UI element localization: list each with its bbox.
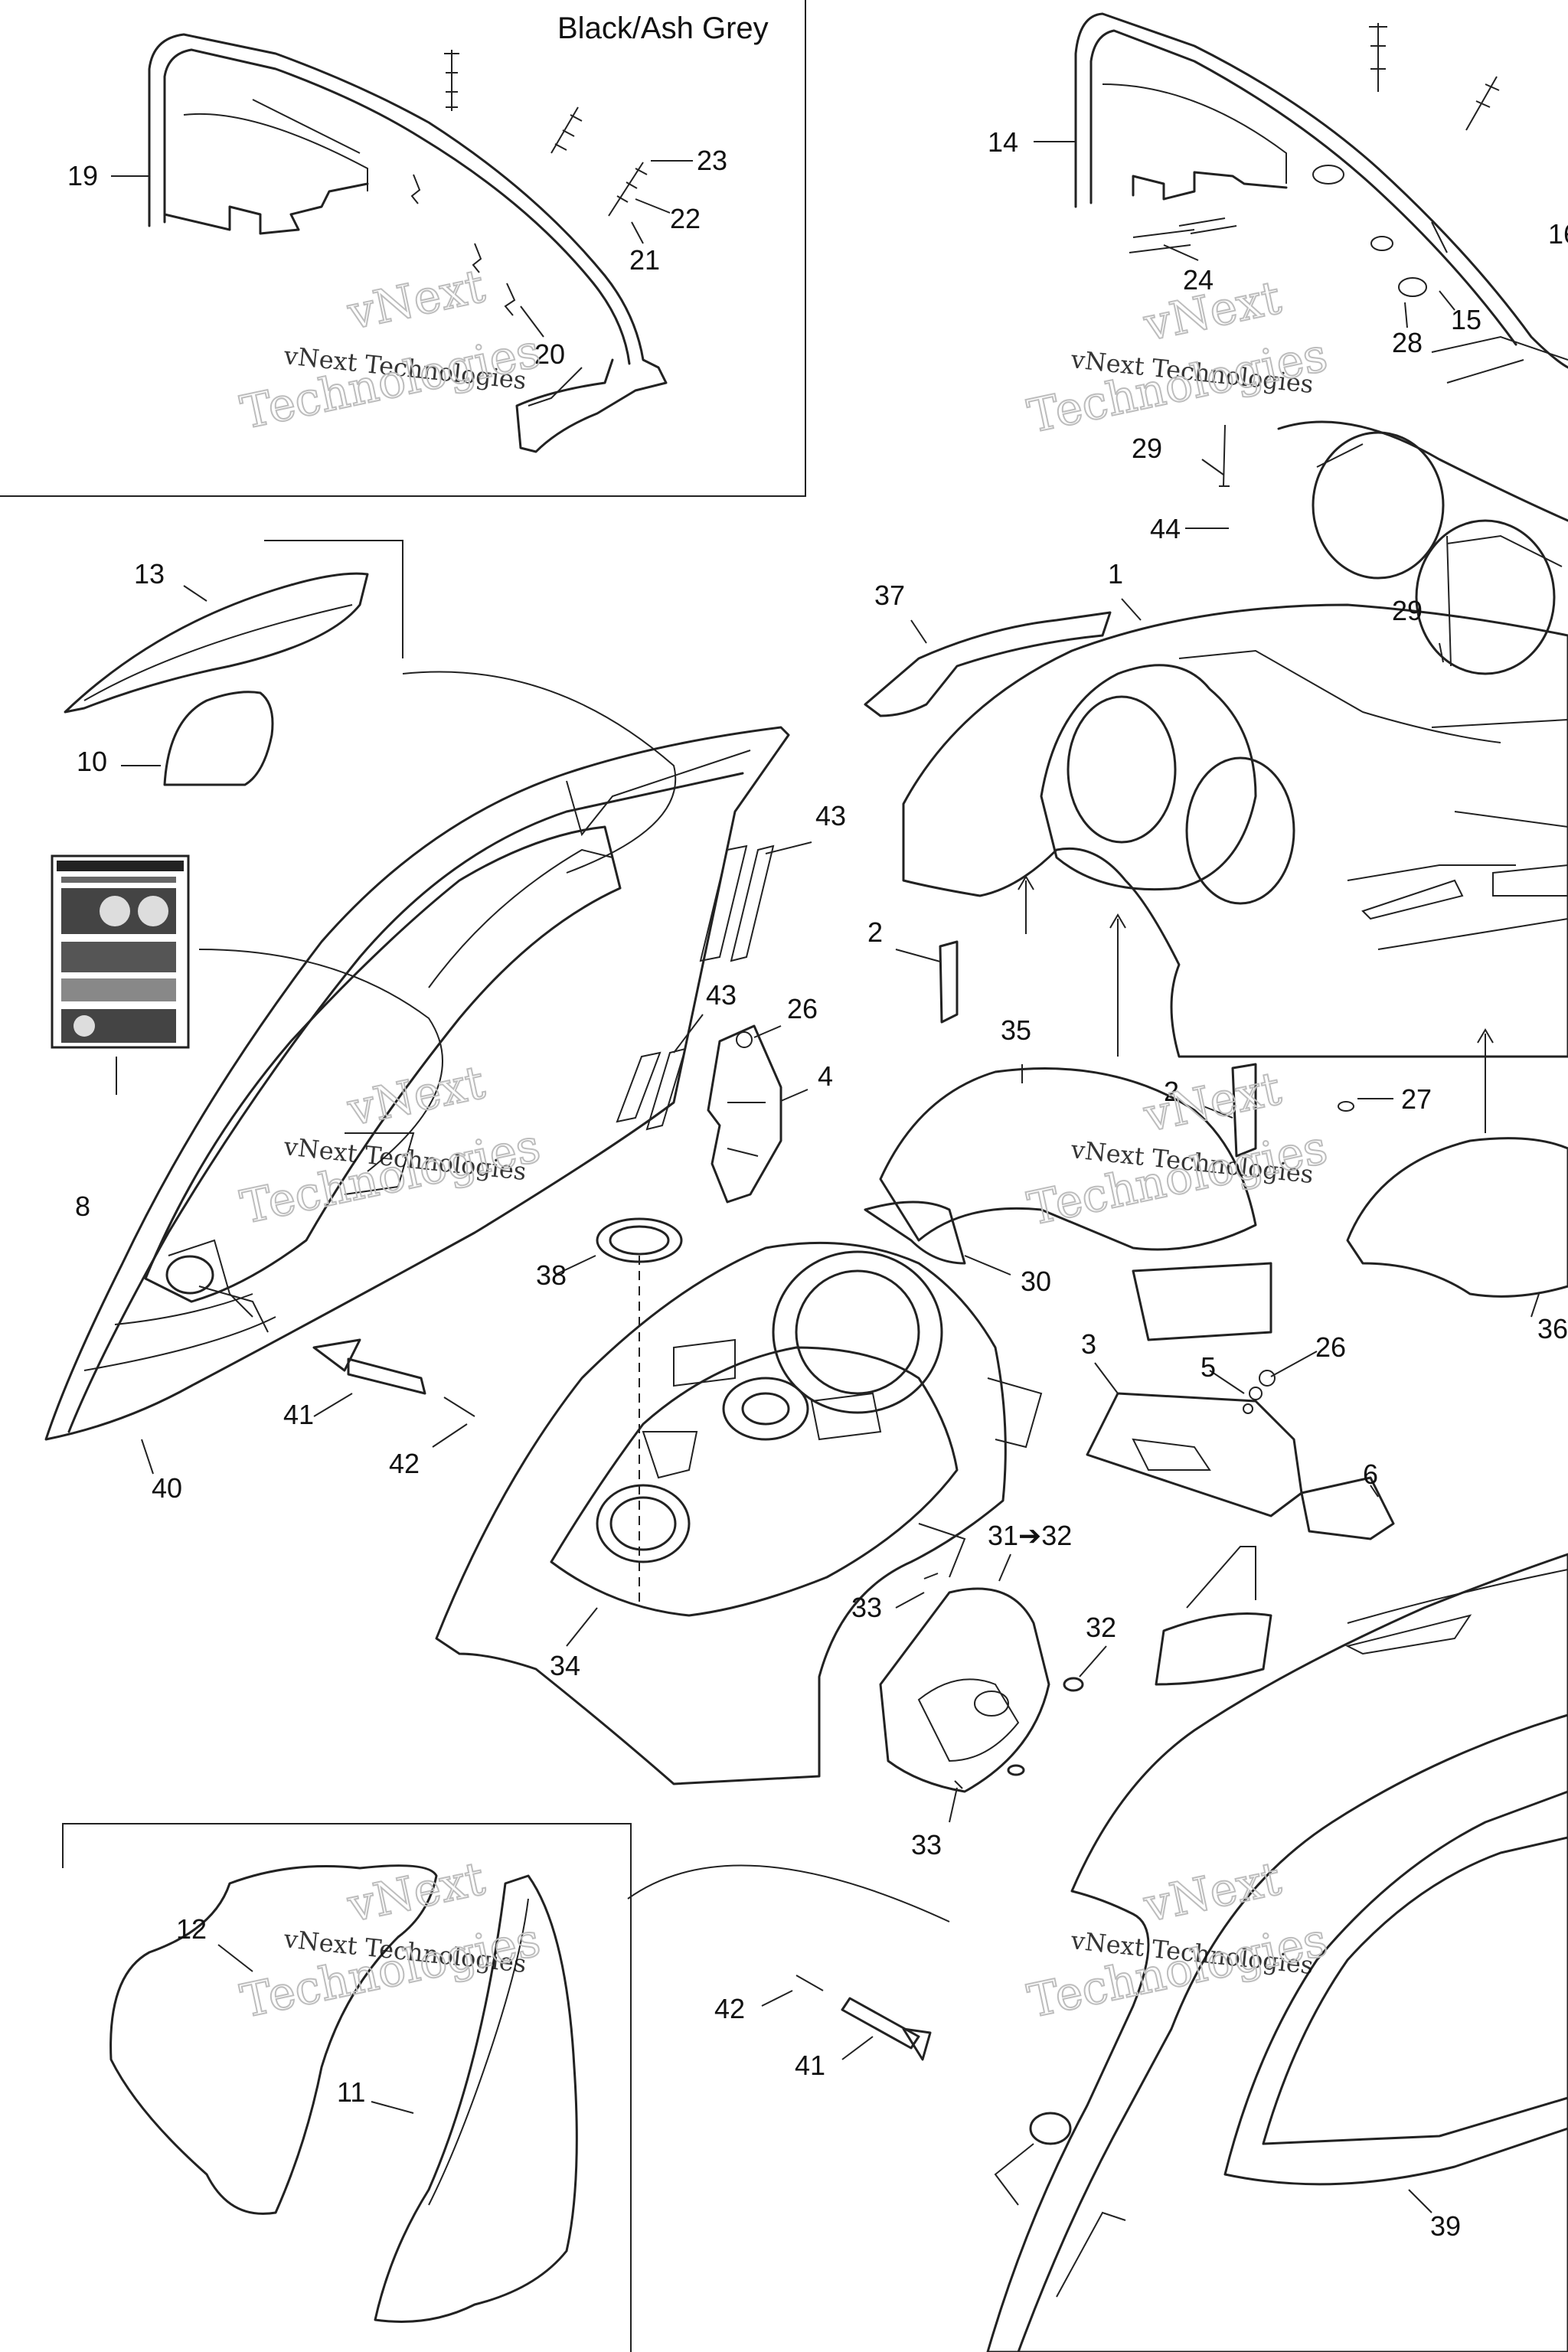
side-cover-part-12 — [109, 1864, 438, 2215]
callout-23: 23 — [697, 145, 727, 176]
watermark-1: vNext vNext Technologies Technologies — [236, 259, 546, 441]
side-cover-part-11 — [374, 1874, 578, 2323]
side-cover-inset-parts — [109, 1864, 578, 2323]
callout-36: 36 — [1537, 1313, 1568, 1344]
callout-13: 13 — [134, 558, 165, 590]
svg-text:Technologies: Technologies — [237, 1913, 545, 2029]
callout-16: 16 — [1548, 218, 1568, 250]
gauge-bracket — [1219, 420, 1568, 675]
cover-part-30 — [864, 1200, 966, 1265]
callout-3: 3 — [1081, 1328, 1096, 1360]
callout-44: 44 — [1150, 513, 1181, 544]
clip-part-2a — [939, 940, 959, 1024]
callout-22: 22 — [670, 203, 701, 234]
pad-part-36 — [1346, 1137, 1568, 1298]
callout-15: 15 — [1451, 304, 1481, 335]
left-side-panel-40 — [44, 726, 790, 1441]
callout-29-upper: 29 — [1132, 433, 1162, 464]
callout-42-left: 42 — [389, 1448, 420, 1479]
windshield-part-14 — [1074, 12, 1568, 384]
callout-1: 1 — [1108, 558, 1123, 590]
cover-part-10 — [163, 691, 274, 786]
callout-32: 32 — [1086, 1612, 1116, 1643]
callout-43-lower: 43 — [706, 979, 737, 1011]
callout-12: 12 — [176, 1913, 207, 1945]
callout-42-right: 42 — [714, 1993, 745, 2024]
watermark-4: vNext vNext Technologies Technologies — [1023, 1061, 1333, 1237]
callout-39: 39 — [1430, 2210, 1461, 2242]
callout-10: 10 — [77, 746, 107, 777]
watermark-3: vNext vNext Technologies Technologies — [236, 1055, 546, 1236]
callout-20: 20 — [534, 338, 565, 370]
callout-26-right: 26 — [1315, 1331, 1346, 1363]
callout-43-upper: 43 — [815, 800, 846, 831]
svg-text:Technologies: Technologies — [1024, 1121, 1332, 1236]
side-cover-inset-frame — [62, 1823, 632, 2352]
callout-8: 8 — [75, 1191, 90, 1222]
callout-5: 5 — [1200, 1351, 1216, 1383]
svg-text:vNext: vNext — [343, 260, 489, 341]
callout-29-lower: 29 — [1392, 595, 1423, 626]
bracket-part-4 — [707, 1024, 782, 1204]
callout-40: 40 — [152, 1472, 182, 1504]
small-parts-center — [864, 940, 1568, 1341]
leader-arrows — [198, 671, 1494, 1922]
callout-6: 6 — [1363, 1459, 1378, 1490]
right-side-panel-39 — [986, 1546, 1568, 2352]
callout-4: 4 — [818, 1060, 833, 1092]
callout-leaders — [111, 141, 1540, 2213]
watermark-6: vNext vNext Technologies Technologies — [1023, 1851, 1333, 2030]
clip-part-2b — [1231, 1063, 1257, 1158]
cover-part-37 — [864, 611, 1112, 717]
watermark-2: vNext vNext Technologies Technologies — [1023, 270, 1333, 445]
callout-41-right: 41 — [795, 2050, 825, 2081]
callout-37: 37 — [874, 580, 905, 611]
grommet-part-38 — [596, 1217, 683, 1263]
callout-19: 19 — [67, 160, 98, 191]
callout-35: 35 — [1001, 1014, 1031, 1046]
console-part-34 — [435, 1241, 1043, 1785]
color-caption: Black/Ash Grey — [557, 11, 769, 45]
handle-part-41-right — [795, 1975, 932, 2061]
callout-34: 34 — [550, 1650, 580, 1681]
callout-33-upper: 33 — [851, 1592, 882, 1623]
cover-part-31 — [879, 1573, 1084, 1793]
watermark-5: vNext vNext Technologies Technologies — [236, 1851, 546, 2030]
callout-14: 14 — [988, 126, 1018, 158]
inset-frames — [0, 0, 806, 2352]
safety-label-decal — [51, 854, 190, 1095]
callout-labels: 19 23 22 21 20 14 16 24 15 28 29 44 29 1… — [67, 126, 1568, 2242]
callout-28: 28 — [1392, 327, 1423, 358]
callout-33-lower: 33 — [911, 1829, 942, 1860]
trim-part-35 — [879, 1067, 1257, 1251]
callout-24: 24 — [1183, 264, 1214, 296]
svg-text:vNext: vNext — [1139, 1062, 1285, 1143]
trim-part-13 — [64, 572, 369, 714]
bracket-part-3 — [1086, 1370, 1395, 1540]
mirror-cover-inset-frame — [264, 540, 403, 658]
windshield-inset-frame — [0, 0, 806, 497]
handle-part-41-left — [312, 1338, 475, 1417]
mirror-cover-inset-parts — [64, 572, 369, 786]
svg-text:vNext: vNext — [1139, 1852, 1285, 1933]
callout-31-32: 31➔32 — [988, 1520, 1072, 1551]
dash-panel-1 — [864, 603, 1568, 1058]
callout-21: 21 — [629, 244, 660, 276]
callout-2-left: 2 — [867, 916, 883, 948]
callout-2-right: 2 — [1164, 1076, 1179, 1107]
callout-27: 27 — [1401, 1083, 1432, 1115]
callout-11: 11 — [337, 2076, 365, 2108]
pad-part-left-36 — [1132, 1262, 1272, 1341]
callout-41-left: 41 — [283, 1399, 314, 1430]
bracket-part-6 — [1300, 1476, 1395, 1540]
windshield-part-19 — [148, 33, 668, 453]
callout-30: 30 — [1021, 1266, 1051, 1297]
callout-38: 38 — [536, 1259, 567, 1291]
svg-text:Technologies: Technologies — [237, 325, 545, 440]
callout-26-left: 26 — [787, 993, 818, 1024]
